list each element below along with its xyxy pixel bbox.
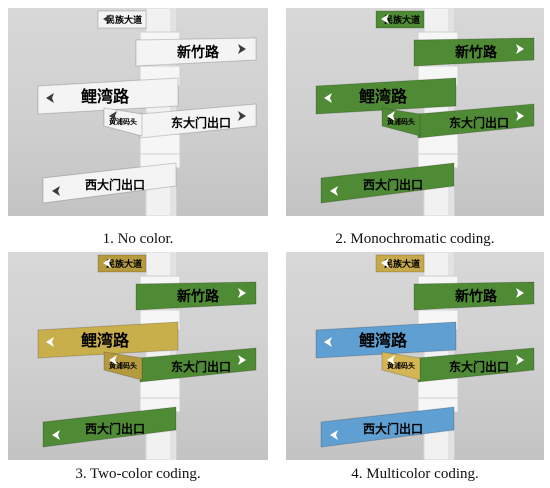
sign-label: 鲤湾路 <box>358 87 408 106</box>
arrow-icon <box>109 355 117 365</box>
sign-label: 新竹路 <box>455 288 498 305</box>
panel-monochromatic: 民族大道新竹路鲤湾路东大门出口 黄浦码头西大门出口 2. Monochromati… <box>286 8 544 247</box>
sign-label: 西大门出口 <box>363 421 423 436</box>
sign-label: 黄浦码头 <box>109 117 137 126</box>
arrow-icon <box>238 288 246 298</box>
sign-label: 东大门出口 <box>449 115 509 130</box>
sign-label: 东大门出口 <box>171 359 231 374</box>
direction-sign <box>37 321 179 359</box>
arrow-icon <box>238 44 246 54</box>
sign-label: 民族大道 <box>106 14 142 26</box>
direction-sign <box>135 37 257 67</box>
sign-label: 东大门出口 <box>449 359 509 374</box>
direction-sign <box>315 321 457 359</box>
arrow-icon <box>516 355 524 365</box>
arrow-icon <box>103 14 111 24</box>
arrow-icon <box>387 111 395 121</box>
arrow-icon <box>238 111 246 121</box>
arrow-icon <box>238 355 246 365</box>
arrow-icon <box>103 258 111 268</box>
sign-label: 新竹路 <box>455 44 498 61</box>
arrow-icon <box>516 44 524 54</box>
direction-sign <box>413 281 535 311</box>
sign-label: 鲤湾路 <box>80 331 130 350</box>
sign-label: 西大门出口 <box>85 421 145 436</box>
sign-label: 黄浦码头 <box>387 361 415 370</box>
direction-sign <box>37 77 179 115</box>
arrow-icon <box>381 14 389 24</box>
sign-label: 民族大道 <box>384 14 420 26</box>
arrow-icon <box>324 93 332 103</box>
direction-sign <box>320 162 455 204</box>
direction-sign <box>320 406 455 448</box>
arrow-icon <box>324 337 332 347</box>
arrow-icon <box>516 111 524 121</box>
arrow-icon <box>52 186 60 196</box>
sign-label: 西大门出口 <box>363 177 423 192</box>
signpost-photo: 民族大道新竹路鲤湾路东大门出口 黄浦码头西大门出口 <box>8 8 268 216</box>
direction-sign <box>42 162 177 204</box>
sign-label: 民族大道 <box>106 258 142 270</box>
sign-label: 东大门出口 <box>171 115 231 130</box>
arrow-icon <box>387 355 395 365</box>
signpost-photo: 民族大道新竹路鲤湾路东大门出口 黄浦码头西大门出口 <box>286 252 544 460</box>
signpost-photo: 民族大道新竹路鲤湾路东大门出口 黄浦码头西大门出口 <box>286 8 544 216</box>
direction-sign <box>413 37 535 67</box>
panel-no-color: 民族大道新竹路鲤湾路东大门出口 黄浦码头西大门出口 1. No color. <box>8 8 268 247</box>
sign-label: 西大门出口 <box>85 177 145 192</box>
arrow-icon <box>46 337 54 347</box>
sign-label: 新竹路 <box>177 288 220 305</box>
direction-sign <box>135 281 257 311</box>
arrow-icon <box>330 430 338 440</box>
panel-caption: 1. No color. <box>102 231 174 247</box>
direction-sign <box>315 77 457 115</box>
sign-label: 黄浦码头 <box>387 117 415 126</box>
arrow-icon <box>330 186 338 196</box>
sign-label: 鲤湾路 <box>80 87 130 106</box>
arrow-icon <box>516 288 524 298</box>
sign-label: 鲤湾路 <box>358 331 408 350</box>
panel-multicolor: 民族大道新竹路鲤湾路东大门出口 黄浦码头西大门出口 4. Multicolor c… <box>286 252 544 482</box>
panel-caption: 4. Multicolor coding. <box>351 466 479 482</box>
arrow-icon <box>46 93 54 103</box>
sign-label: 新竹路 <box>177 44 220 61</box>
sign-label: 民族大道 <box>384 258 420 270</box>
panel-caption: 2. Monochromatic coding. <box>335 231 495 247</box>
sign-label: 黄浦码头 <box>109 361 137 370</box>
panel-caption: 3. Two-color coding. <box>75 466 201 482</box>
signpost-photo: 民族大道新竹路鲤湾路东大门出口 黄浦码头西大门出口 <box>8 252 268 460</box>
panel-two-color: 民族大道新竹路鲤湾路东大门出口 黄浦码头西大门出口 3. Two-color co… <box>8 252 268 482</box>
arrow-icon <box>109 111 117 121</box>
arrow-icon <box>52 430 60 440</box>
direction-sign <box>42 406 177 448</box>
arrow-icon <box>381 258 389 268</box>
